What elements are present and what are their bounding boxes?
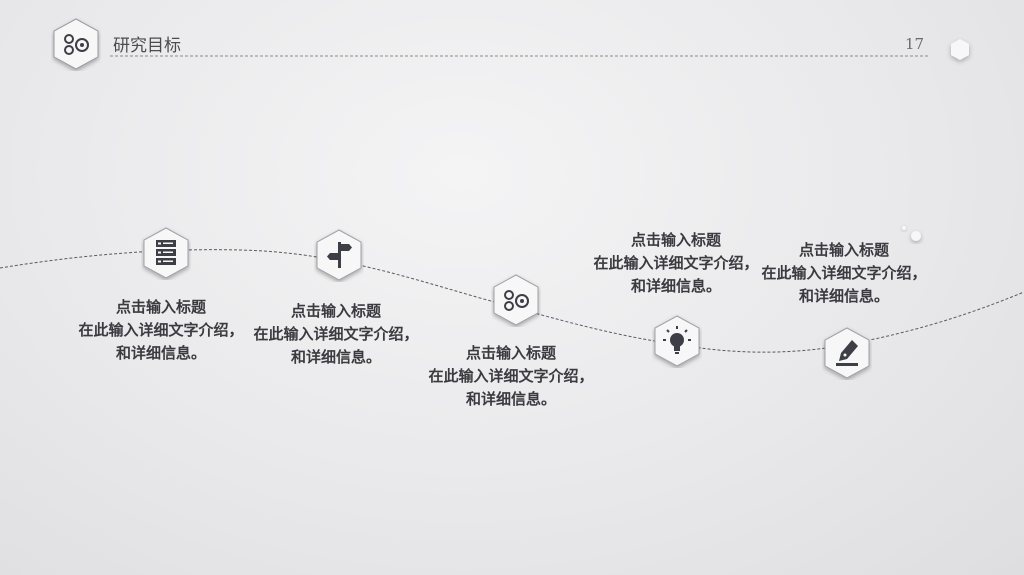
- item-description: 和详细信息。: [115, 344, 206, 362]
- item-title: 点击输入标题: [290, 302, 381, 320]
- item-description: 和详细信息。: [465, 390, 556, 408]
- gears-icon: [64, 34, 89, 55]
- item-title: 点击输入标题: [630, 231, 721, 249]
- item-description: 和详细信息。: [630, 277, 721, 295]
- item-title: 点击输入标题: [465, 344, 556, 362]
- item-5-text: 点击输入标题 在此输入详细文字介绍， 和详细信息。: [734, 239, 954, 308]
- page-number: 17: [905, 35, 925, 53]
- item-2-text: 点击输入标题 在此输入详细文字介绍， 和详细信息。: [226, 300, 446, 369]
- item-1-hex: [141, 226, 191, 280]
- server-icon: [156, 240, 176, 265]
- item-3-text: 点击输入标题 在此输入详细文字介绍， 和详细信息。: [401, 342, 621, 411]
- item-3-hex: [491, 273, 541, 327]
- item-title: 点击输入标题: [115, 298, 206, 316]
- lightbulb-icon: [663, 326, 691, 354]
- corner-hex-decoration: [951, 39, 969, 60]
- item-description: 在此输入详细文字介绍，: [428, 367, 594, 385]
- header-hex-badge: [51, 17, 101, 71]
- item-description: 在此输入详细文字介绍，: [761, 264, 927, 282]
- item-description: 在此输入详细文字介绍，: [593, 254, 759, 272]
- signpost-icon: [327, 242, 352, 268]
- item-5-hex: [822, 326, 872, 380]
- dot-decoration: [911, 231, 921, 241]
- item-description: 和详细信息。: [290, 348, 381, 366]
- item-description: 在此输入详细文字介绍，: [78, 321, 244, 339]
- item-4-text: 点击输入标题 在此输入详细文字介绍， 和详细信息。: [566, 229, 786, 298]
- item-2-hex: [314, 228, 364, 282]
- item-description: 在此输入详细文字介绍，: [253, 325, 419, 343]
- dot-decoration: [902, 226, 906, 230]
- item-title: 点击输入标题: [798, 241, 889, 259]
- page-title: 研究目标: [113, 36, 181, 56]
- gears-icon: [504, 290, 529, 311]
- pen-nib-icon: [836, 340, 858, 366]
- timeline-curve: [0, 249, 1024, 353]
- item-1-text: 点击输入标题 在此输入详细文字介绍， 和详细信息。: [51, 296, 271, 365]
- item-description: 和详细信息。: [798, 287, 889, 305]
- item-4-hex: [652, 314, 702, 368]
